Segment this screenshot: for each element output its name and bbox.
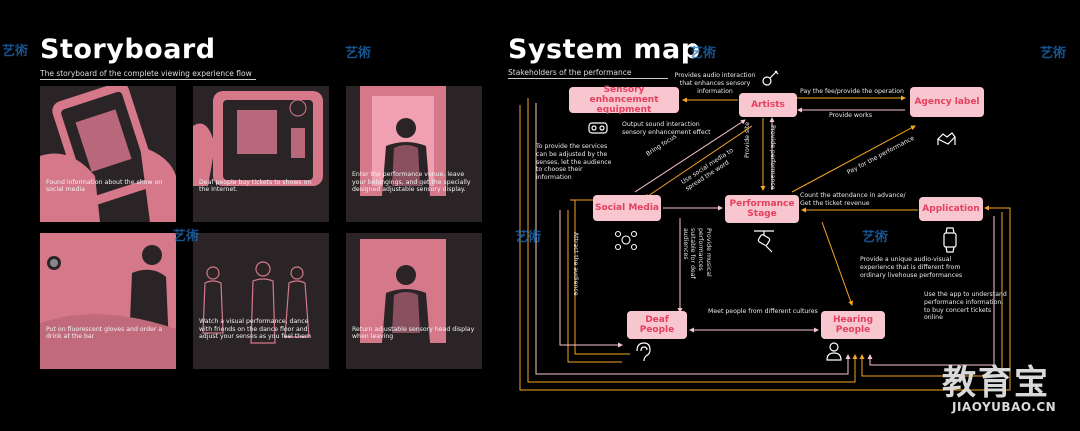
- watermark-tag: 艺術: [1040, 46, 1067, 61]
- node-agency-label: Agency label: [911, 88, 983, 116]
- node-sensory-enhancement: Sensory enhancement equipment: [570, 85, 678, 115]
- label-musical: Provide musical performances suitable fo…: [681, 228, 712, 279]
- stage-light-icon: [754, 230, 774, 253]
- storyboard-panel-2: Deaf people buy tickets to shows on the …: [193, 86, 329, 222]
- panel-caption: Return adjustable sensory head display w…: [352, 325, 475, 341]
- label-output-sound: Output sound interaction sensory enhance…: [622, 121, 711, 136]
- storyboard-panel-6: Return adjustable sensory head display w…: [346, 233, 482, 369]
- panel-caption: Put on fluorescent gloves and order a dr…: [46, 325, 163, 341]
- label-provide-works: Provide works: [829, 112, 873, 119]
- brand-logo-en: JIAOYUBAO.CN: [952, 400, 1057, 414]
- storyboard-panel-5: Watch a visual performance, dance with f…: [193, 233, 329, 369]
- handshake-icon: [936, 132, 956, 145]
- label-audio-interaction: Provides audio interaction that enhances…: [674, 72, 756, 95]
- smartwatch-icon: [943, 227, 957, 253]
- system-map-title: System map: [508, 34, 701, 65]
- watermark-tag: 艺術: [690, 46, 717, 61]
- vr-headset-icon: [588, 122, 608, 134]
- label-provide-performance: Provide performance: [769, 125, 776, 190]
- phone-illustration: [193, 91, 323, 186]
- label-use-app: Use the app to understand performance in…: [924, 291, 1007, 322]
- panel-caption: Enter the performance venue, leave your …: [352, 170, 471, 194]
- brand-logo-cn: 教育宝: [942, 363, 1050, 403]
- node-performance-stage: Performance Stage: [726, 196, 798, 222]
- label-attract: Attract the audience: [572, 232, 579, 296]
- system-map-subtitle: Stakeholders of the performance: [508, 68, 632, 77]
- watermark-tag: 艺術: [2, 44, 29, 59]
- node-application: Application: [920, 198, 982, 220]
- label-pay-fee: Pay the fee/provide the operation: [800, 88, 904, 95]
- storyboard-subtitle: The storyboard of the complete viewing e…: [40, 69, 252, 78]
- panel-caption: Watch a visual performance, dance with f…: [199, 317, 312, 341]
- storyboard-title: Storyboard: [40, 34, 216, 65]
- label-unique-audio: Provide a unique audio-visual experience…: [860, 256, 963, 279]
- dance-floor-illustration: [193, 233, 329, 369]
- node-social-media: Social Media: [594, 196, 660, 220]
- venue-illustration: [346, 86, 482, 222]
- watermark-tag: 艺術: [345, 46, 372, 61]
- storyboard-panel-3: Enter the performance venue, leave your …: [346, 86, 482, 222]
- exit-illustration: [346, 233, 482, 369]
- label-provide-site: Provide site: [744, 121, 751, 158]
- watermark-tag: 艺術: [862, 230, 889, 245]
- node-artists: Artists: [740, 94, 796, 116]
- storyboard-panel-1: Found information about the show on soci…: [40, 86, 176, 222]
- label-services-adjust: To provide the services can be adjusted …: [536, 143, 612, 181]
- person-icon: [826, 342, 842, 361]
- panel-caption: Deaf people buy tickets to shows on the …: [199, 178, 312, 194]
- bar-illustration: [40, 233, 176, 369]
- phone-illustration: [40, 86, 176, 222]
- label-meet-cultures: Meet people from different cultures: [708, 308, 818, 315]
- system-map-divider: [508, 78, 668, 79]
- storyboard-panel-4: Put on fluorescent gloves and order a dr…: [40, 233, 176, 369]
- guitar-icon: [762, 70, 779, 86]
- panel-caption: Found information about the show on soci…: [46, 178, 163, 194]
- ear-icon: [636, 342, 651, 362]
- social-media-icon: [614, 230, 638, 251]
- node-deaf-people: Deaf People: [628, 312, 686, 338]
- watermark-tag: 艺術: [173, 229, 200, 244]
- watermark-tag: 艺術: [515, 230, 542, 245]
- storyboard-divider: [40, 79, 256, 80]
- node-hearing-people: Hearing People: [822, 312, 884, 338]
- label-count-attendance: Count the attendance in advance/ Get the…: [800, 192, 906, 207]
